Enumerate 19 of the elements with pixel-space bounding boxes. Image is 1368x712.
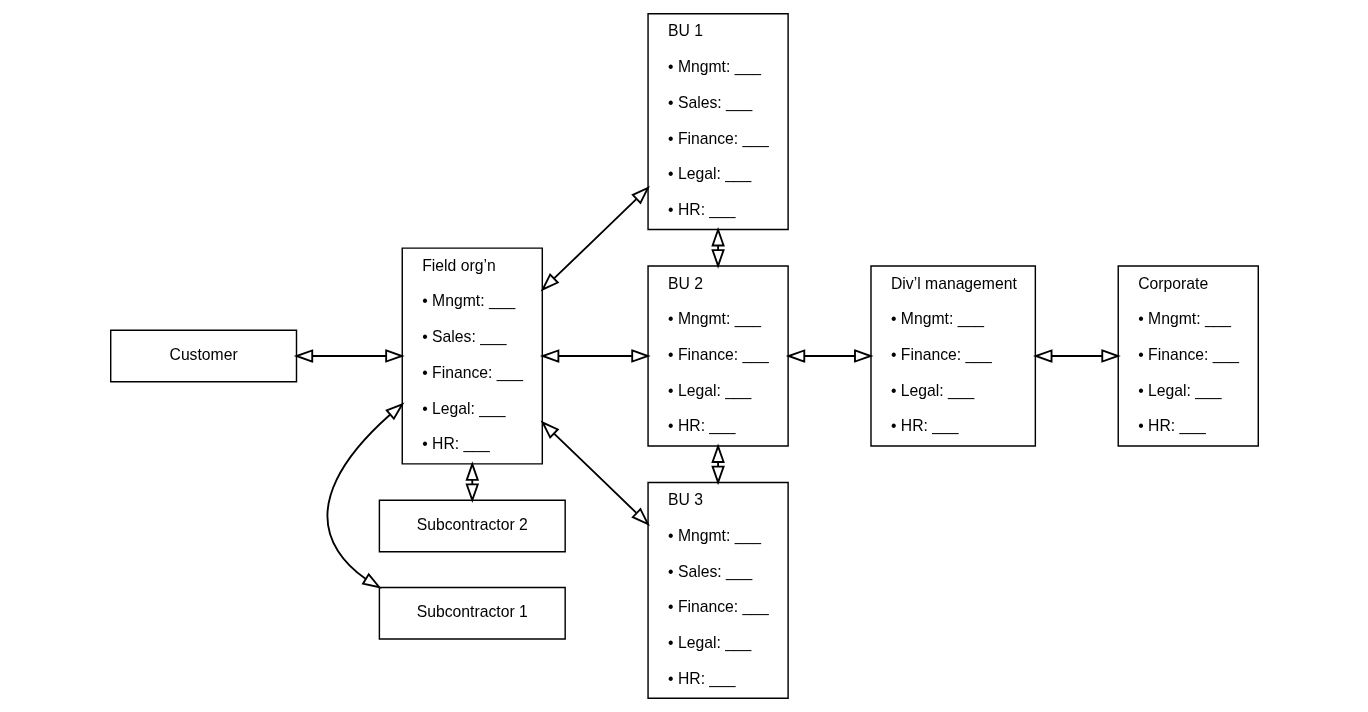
node-box: Subcontractor 2 (378, 499, 566, 553)
node-box: BU 1 • Mngmt: ___ • Sales: ___ • Finance: ___ • Legal: ___ • HR: ___ (646, 13, 789, 231)
arrow (539, 349, 651, 363)
node-box: Div’l management • Mngmt: ___ • Finance: ___ • Legal: ___ • HR: ___ (869, 265, 1036, 447)
node-box: BU 2 • Mngmt: ___ • Finance: ___ • Legal: ___ • HR: ___ (646, 265, 789, 447)
arrow (710, 443, 725, 486)
arrow (785, 349, 873, 363)
arrow (540, 420, 650, 527)
node-box: Field org’n • Mngmt: ___ • Sales: ___ • Finance: ___ • Legal: ___ • HR: ___ (401, 247, 543, 465)
node-box: BU 3 • Mngmt: ___ • Sales: ___ • Finance: ___ • Legal: ___ • HR: ___ (646, 481, 789, 699)
arrow (710, 226, 725, 269)
arrow (326, 402, 404, 589)
node-box: Subcontractor 1 (378, 586, 566, 640)
arrow (464, 461, 479, 503)
node-box: Corporate • Mngmt: ___ • Finance: ___ • Legal: ___ • HR: ___ (1117, 265, 1259, 447)
arrow (1032, 349, 1121, 363)
arrow (540, 185, 650, 292)
node-box: Customer (109, 329, 297, 383)
arrow (293, 349, 405, 363)
